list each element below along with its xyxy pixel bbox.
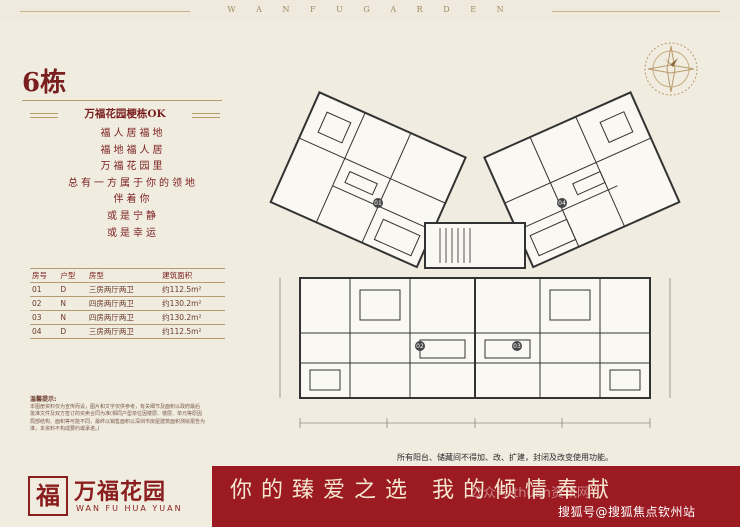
- brand-english: W A N F U G A R D E N: [227, 5, 513, 14]
- unit-03-plan: [474, 277, 651, 399]
- cell-area: 约130.2m²: [160, 296, 225, 311]
- title-divider: [22, 100, 222, 101]
- building-tagline: 万福花园梗栋OK: [84, 108, 166, 120]
- col-layout: 房型: [86, 268, 161, 283]
- unit-label-01: 01: [374, 200, 382, 207]
- logo-english: WAN FU HUA YUAN: [76, 504, 183, 513]
- room-table: 房号 户型 房型 建筑面积 01 D 三房两厅两卫 约112.5m² 02 N …: [30, 268, 225, 339]
- cell-layout: 四房两厅两卫: [86, 296, 161, 311]
- poem-line: 或是幸运: [107, 227, 159, 239]
- logo: 福 万福花园 WAN FU HUA YUAN: [0, 466, 212, 527]
- poem-line: 伴着你: [113, 194, 153, 206]
- poem-line: 总有一方属于你的领地: [68, 177, 198, 189]
- col-room-no: 房号: [30, 268, 59, 283]
- cell-room-no: 02: [30, 296, 59, 311]
- poem: 福人居福地 福地福人居 万福花园里 总有一方属于你的领地 伴着你 或是宁静 或是…: [28, 126, 238, 242]
- floor-plan: 01 04 02 03: [269, 91, 681, 428]
- table-row: 03 N 四房两厅两卫 约130.2m²: [30, 310, 225, 325]
- table-row: 04 D 三房两厅两卫 约112.5m²: [30, 324, 225, 339]
- cell-unit-type: N: [58, 296, 87, 311]
- top-divider-right: [552, 11, 720, 12]
- slogan: 你的臻爱之选 我的倾情奉献: [230, 478, 618, 503]
- notice-line: 批准文件及双方签订的买卖合同为准(相同户型单位因楼层、楼层、单元等原因: [30, 411, 202, 418]
- cell-area: 约112.5m²: [160, 282, 225, 297]
- notice-line: 局部结构、面积等可能不同，最终以销售面积以深圳市房屋建筑面积测绘报告为: [30, 418, 206, 425]
- cell-unit-type: D: [58, 282, 87, 297]
- col-unit-type: 户型: [58, 268, 87, 283]
- cell-layout: 三房两厅两卫: [86, 282, 161, 297]
- table-row: 02 N 四房两厅两卫 约130.2m²: [30, 296, 225, 311]
- notice-line: 本图册资料仅为宣传而设，图片和文字仅供参考，有关细节及面积以政府最后: [30, 404, 201, 411]
- tagline-bar-right: [192, 113, 220, 118]
- building-title: 6栋: [22, 68, 67, 98]
- cell-unit-type: D: [58, 324, 87, 339]
- poem-line: 福地福人居: [100, 144, 166, 156]
- table-row: 01 D 三房两厅两卫 约112.5m²: [30, 282, 225, 297]
- cell-room-no: 01: [30, 282, 59, 297]
- unit-label-03: 03: [513, 343, 521, 350]
- unit-04-plan: [483, 91, 681, 269]
- plan-note: 所有阳台、储藏间不得加、改、扩建，封闭及改变使用功能。: [397, 453, 613, 462]
- top-bar: W A N F U G A R D E N: [0, 0, 740, 22]
- logo-seal-icon: 福: [28, 476, 68, 516]
- unit-label-02: 02: [416, 343, 424, 350]
- cell-area: 约112.5m²: [160, 324, 225, 339]
- unit-02-plan: [299, 277, 476, 399]
- cell-layout: 四房两厅两卫: [86, 310, 161, 325]
- watermark-sohu: 搜狐号@搜狐焦点钦州站: [558, 505, 696, 519]
- poem-line: 万福花园里: [100, 161, 166, 173]
- compass-icon: [644, 42, 698, 96]
- notice: 温馨提示: 本图册资料仅为宣传而设，图片和文字仅供参考，有关细节及面积以政府最后…: [30, 396, 230, 433]
- cell-room-no: 03: [30, 310, 59, 325]
- notice-title: 温馨提示:: [30, 396, 57, 403]
- unit-label-04: 04: [558, 200, 566, 207]
- table-header-row: 房号 户型 房型 建筑面积: [30, 268, 225, 283]
- logo-chinese: 万福花园: [74, 479, 167, 505]
- watermark-wechat: 公众号·thuan资讯网: [470, 486, 590, 501]
- tagline-row: 万福花园梗栋OK: [30, 106, 220, 122]
- col-area: 建筑面积: [160, 268, 225, 283]
- cell-area: 约130.2m²: [160, 310, 225, 325]
- cell-unit-type: N: [58, 310, 87, 325]
- cell-layout: 三房两厅两卫: [86, 324, 161, 339]
- poem-line: 或是宁静: [107, 210, 159, 222]
- top-divider-left: [20, 11, 190, 12]
- notice-line: 准，本资料不构成要约或承诺。): [30, 425, 100, 432]
- tagline-bar-left: [30, 113, 58, 118]
- poem-line: 福人居福地: [100, 128, 166, 139]
- unit-01-plan: [269, 91, 467, 269]
- cell-room-no: 04: [30, 324, 59, 339]
